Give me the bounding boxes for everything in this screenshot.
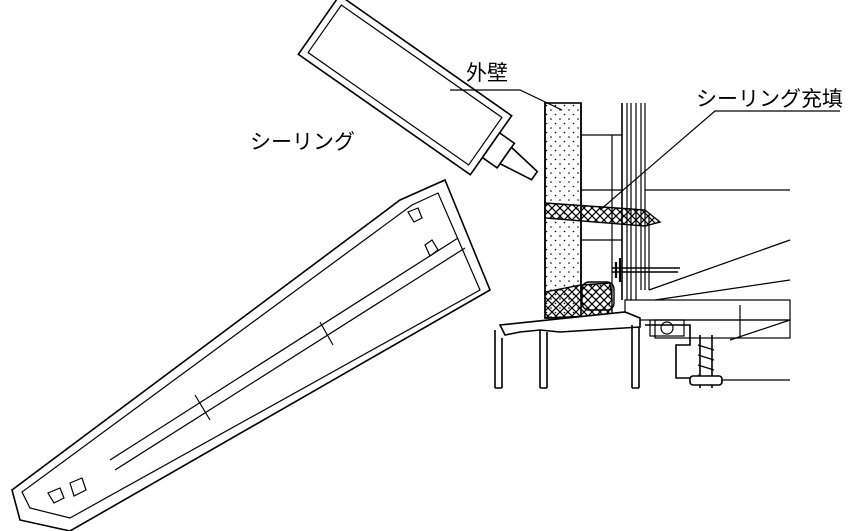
sealing-fill-band xyxy=(544,202,662,227)
sill-sealing xyxy=(544,281,615,319)
screw xyxy=(612,258,680,282)
anchor-screw xyxy=(689,335,723,388)
exterior-wall-label: 外壁 xyxy=(466,61,508,85)
sill-piece xyxy=(11,178,492,531)
leader-lines xyxy=(450,89,840,211)
sealing-fill-label: シーリング充填 xyxy=(696,87,843,111)
window-frame-lines xyxy=(581,103,791,381)
caulking-gun xyxy=(297,0,539,181)
sill-profile xyxy=(494,311,691,389)
sealing-label: シーリング xyxy=(250,130,355,154)
